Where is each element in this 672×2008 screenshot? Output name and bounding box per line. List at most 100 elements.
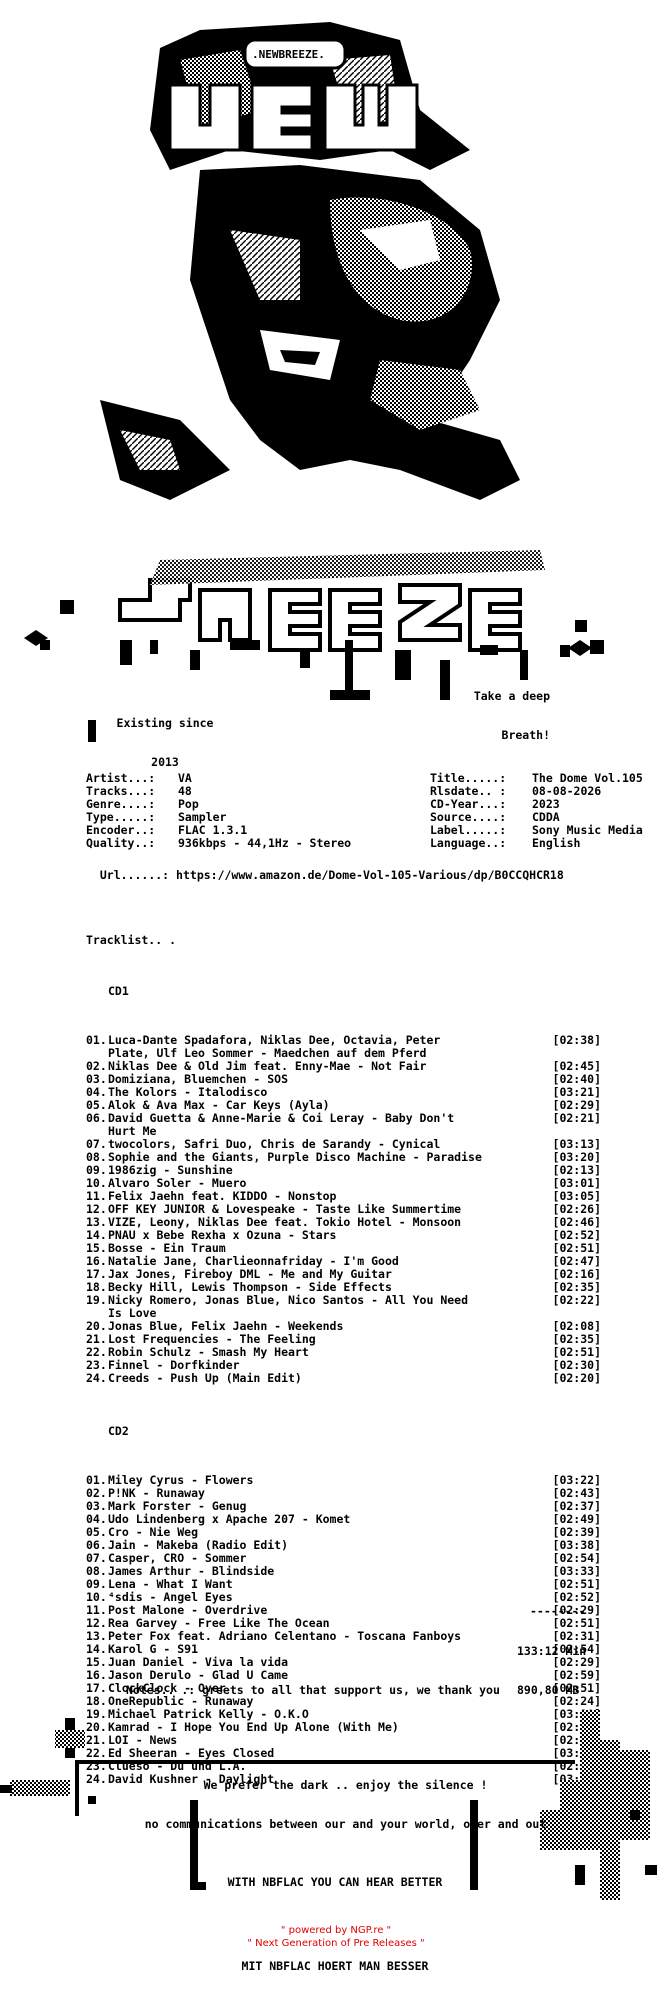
track-row: 06.Jain - Makeba (Radio Edit)[03:38] [86, 1539, 601, 1552]
track-title: Rea Garvey - Free Like The Ocean [108, 1616, 330, 1630]
track-number: 18. [86, 1280, 107, 1294]
track-row: 21.Lost Frequencies - The Feeling[02:35] [86, 1333, 601, 1346]
track-title: Natalie Jane, Charlieonnafriday - I'm Go… [108, 1254, 399, 1268]
track-row: 11.Post Malone - Overdrive[02:29] [86, 1604, 601, 1617]
track-title: Peter Fox feat. Adriano Celentano - Tosc… [108, 1629, 462, 1643]
track-duration: [02:37] [552, 1499, 601, 1513]
track-title: Jonas Blue, Felix Jaehn - Weekends [108, 1319, 344, 1333]
track-title: Miley Cyrus - Flowers [108, 1473, 254, 1487]
info-right-row: Title.....: The Dome Vol.105 [430, 772, 643, 785]
existing-since-label: Existing since [116, 716, 214, 730]
track-duration: [02:49] [552, 1512, 601, 1526]
info-key: Label.....: [430, 823, 507, 837]
track-number: 07. [86, 1137, 107, 1151]
track-row: 22.Robin Schulz - Smash My Heart[02:51] [86, 1346, 601, 1359]
track-row: 16.Natalie Jane, Charlieonnafriday - I'm… [86, 1255, 601, 1268]
track-row: 12.Rea Garvey - Free Like The Ocean[02:5… [86, 1617, 601, 1630]
track-row: 01.Luca-Dante Spadafora, Niklas Dee, Oct… [86, 1034, 601, 1060]
track-row: 04.The Kolors - Italodisco[03:21] [86, 1086, 601, 1099]
track-row: 07.Casper, CRO - Sommer[02:54] [86, 1552, 601, 1565]
track-title: Creeds - Push Up (Main Edit) [108, 1371, 302, 1385]
url-key: Url......: [99, 868, 170, 882]
track-number: 15. [86, 1241, 107, 1255]
track-duration: [02:22] [552, 1293, 601, 1307]
track-duration: [02:31] [552, 1629, 601, 1643]
track-row: 02.Niklas Dee & Old Jim feat. Enny-Mae -… [86, 1060, 601, 1073]
footer-slogans: WITH NBFLAC YOU CAN HEAR BETTER MIT NBFL… [200, 1812, 470, 2008]
track-title: VIZE, Leony, Niklas Dee feat. Tokio Hote… [108, 1215, 462, 1229]
tracklist: Tracklist.. . CD1 01.Luca-Dante Spadafor… [86, 908, 601, 1825]
info-left-row: Tracks...:48 [86, 785, 351, 798]
track-number: 07. [86, 1551, 107, 1565]
track-row: 15.Bosse - Ein Traum [02:51] [86, 1242, 601, 1255]
slogan-en: WITH NBFLAC YOU CAN HEAR BETTER [227, 1875, 443, 1889]
track-duration: [02:51] [552, 1577, 601, 1591]
track-number: 16. [86, 1668, 107, 1682]
track-title: Udo Lindenberg x Apache 207 - Komet [108, 1512, 351, 1526]
track-duration: [03:38] [552, 1538, 601, 1552]
track-row: 24.David Kushner - Daylight[03:32] [86, 1773, 601, 1786]
track-row: 10.⁴sdis - Angel Eyes[02:52] [86, 1591, 601, 1604]
track-row: 17.ClockClock - Over[02:51] [86, 1682, 601, 1695]
track-row: 14.Karol G - S91[02:54] [86, 1643, 601, 1656]
track-row: 12.OFF KEY JUNIOR & Lovespeake - Taste L… [86, 1203, 601, 1216]
info-key: Title.....: [430, 771, 507, 785]
track-number: 03. [86, 1072, 107, 1086]
track-title: Sophie and the Giants, Purple Disco Mach… [108, 1150, 482, 1164]
tagline-line-2: Breath! [501, 728, 550, 742]
track-duration: [02:35] [552, 1332, 601, 1346]
track-title: twocolors, Safri Duo, Chris de Sarandy -… [108, 1137, 441, 1151]
track-number: 13. [86, 1215, 107, 1229]
track-duration: [02:38] [552, 1033, 601, 1047]
cd1-label: CD1 [108, 984, 129, 998]
track-number: 01. [86, 1473, 107, 1487]
track-number: 06. [86, 1538, 107, 1552]
track-number: 21. [86, 1733, 107, 1747]
info-key: Source....: [430, 810, 507, 824]
track-duration: [02:52] [552, 1228, 601, 1242]
powered-by-line-2: " Next Generation of Pre Releases " [247, 1938, 425, 1949]
track-number: 12. [86, 1616, 107, 1630]
track-row: 15.Juan Daniel - Viva la vida[02:29] [86, 1656, 601, 1669]
track-row: 18.Becky Hill, Lewis Thompson - Side Eff… [86, 1281, 601, 1294]
slogan-de: MIT NBFLAC HOERT MAN BESSER [241, 1959, 429, 1973]
track-duration: [02:24] [552, 1694, 601, 1708]
info-value: CDDA [532, 810, 560, 824]
info-value: 48 [178, 784, 192, 798]
track-number: 09. [86, 1163, 107, 1177]
footer-line-2: no communications between our and your w… [144, 1817, 547, 1831]
info-key: Encoder..: [86, 823, 156, 837]
group-tag: .NEWBREEZE. [252, 48, 325, 61]
info-key: Rlsdate.. : [430, 784, 507, 798]
track-number: 14. [86, 1228, 107, 1242]
track-number: 11. [86, 1603, 107, 1617]
info-left-row: Genre....:Pop [86, 798, 351, 811]
url-link[interactable]: https://www.amazon.de/Dome-Vol-105-Vario… [176, 868, 564, 882]
info-value: The Dome Vol.105 [532, 771, 643, 785]
track-duration: [02:16] [552, 1267, 601, 1281]
track-duration: [02:20] [552, 1371, 601, 1385]
track-row: 13.VIZE, Leony, Niklas Dee feat. Tokio H… [86, 1216, 601, 1229]
track-duration: [02:51] [552, 1241, 601, 1255]
track-row: 06.David Guetta & Anne-Marie & Coi Leray… [86, 1112, 601, 1138]
track-number: 21. [86, 1332, 107, 1346]
track-number: 09. [86, 1577, 107, 1591]
track-duration: [02:21] [552, 1111, 601, 1125]
track-duration: [02:39] [552, 1525, 601, 1539]
track-number: 19. [86, 1707, 107, 1721]
info-right-row: Language..:English [430, 837, 643, 850]
track-row: 07.twocolors, Safri Duo, Chris de Sarand… [86, 1138, 601, 1151]
info-left-row: Quality..:936kbps - 44,1Hz - Stereo [86, 837, 351, 850]
track-number: 02. [86, 1059, 107, 1073]
track-number: 17. [86, 1267, 107, 1281]
total-runtime: 133:12 Min [517, 1644, 587, 1658]
track-row: 24.Creeds - Push Up (Main Edit)[02:20] [86, 1372, 601, 1385]
track-row: 20.Jonas Blue, Felix Jaehn - Weekends[02… [86, 1320, 601, 1333]
track-title: Bosse - Ein Traum [108, 1241, 226, 1255]
tagline: Take a deep Breath! [455, 664, 550, 755]
track-duration: [02:08] [552, 1319, 601, 1333]
footer-line-1: We prefer the dark .. enjoy the silence … [203, 1778, 488, 1792]
track-title: LOI - News [108, 1733, 178, 1747]
track-title: PNAU x Bebe Rexha x Ozuna - Stars [108, 1228, 337, 1242]
